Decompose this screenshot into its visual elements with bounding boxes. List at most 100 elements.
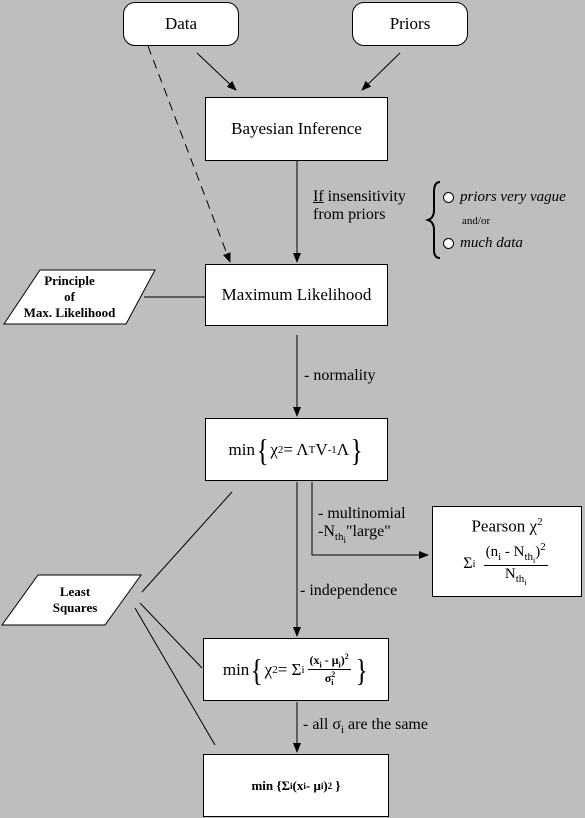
bayesian-inference-box: Bayesian Inference xyxy=(205,97,388,161)
lambda-symbol-2: Λ xyxy=(336,439,350,459)
x-sub-3: i xyxy=(303,780,306,791)
pearson-title-exp: 2 xyxy=(537,515,543,528)
sum-sub-3: i xyxy=(289,780,293,791)
all-sigma-sub: i xyxy=(340,724,345,737)
pearson-denominator: Nthi xyxy=(505,566,527,587)
all-sigma-prefix: - all σ xyxy=(303,716,341,733)
independence-text: - independence xyxy=(300,582,398,599)
line-ls-to-min1 xyxy=(141,491,233,593)
data-label: Data xyxy=(164,14,198,33)
all-sigma-label: - all σi are the same xyxy=(303,716,428,736)
left-brace-icon: { xyxy=(256,431,269,468)
nth-subsub: i xyxy=(343,534,346,545)
nth-large-text: -Nthi"large" xyxy=(318,523,391,545)
nth-sub: th xyxy=(334,530,344,543)
chi-exponent: 2 xyxy=(277,443,284,456)
arrow-data-to-bayesian xyxy=(196,52,237,91)
conditions-brace xyxy=(424,181,441,259)
insensitivity-label: If insensitivity from priors xyxy=(313,188,406,223)
from-priors-word: from priors xyxy=(313,205,386,223)
right-brace-icon: } xyxy=(350,431,363,468)
min-word-2: min xyxy=(222,659,250,679)
mu-symbol-3: - μ xyxy=(305,777,321,793)
chi2-num-a: (x xyxy=(309,652,320,667)
pearson-num-sub: i xyxy=(498,550,502,563)
sum-symbol: = Σ xyxy=(277,659,302,679)
principle-shape xyxy=(3,269,156,325)
right-brace-icon: } xyxy=(355,651,368,688)
priors-node: Priors xyxy=(352,2,468,46)
chi2-fraction: (xi - μi)2 σ2i xyxy=(307,652,351,688)
multinomial-text: - multinomial xyxy=(318,505,406,522)
square-exp-3: 2 xyxy=(327,780,333,791)
sum-sub: i xyxy=(301,663,305,676)
sigma-sub: i xyxy=(472,557,476,570)
pearson-num-exp: 2 xyxy=(540,540,546,553)
condition-priors-vague: priors very vague xyxy=(443,189,566,206)
chi2-num-sub2: i xyxy=(338,660,341,669)
mu-sub-3: i xyxy=(320,780,324,791)
chi2-denominator: σ2i xyxy=(324,670,336,688)
lambda-symbol: = Λ xyxy=(283,439,309,459)
pearson-num-a: (n xyxy=(485,543,499,560)
paren-x: (x xyxy=(292,777,304,793)
least-line1: Least xyxy=(59,584,91,599)
least-line2: Squares xyxy=(52,600,98,615)
sigma-symbol: Σ xyxy=(463,554,473,572)
chi2-num-mid: - μ xyxy=(321,652,339,667)
pearson-den-subsub: i xyxy=(524,578,527,588)
maximum-likelihood-box: Maximum Likelihood xyxy=(205,264,388,326)
pearson-title: Pearson χ2 xyxy=(471,516,542,537)
chi2-den-sigma: σ xyxy=(324,671,332,685)
if-word: If xyxy=(313,188,324,205)
pearson-num-end: ) xyxy=(535,543,541,560)
and-or-label: and/or xyxy=(462,215,490,227)
line-ls-to-min3 xyxy=(134,607,216,746)
least-squares-shape xyxy=(1,574,142,626)
least-squares-label: Least Squares xyxy=(35,584,115,616)
inverse-sup: -1 xyxy=(327,443,337,456)
all-sigma-suffix: are the same xyxy=(344,716,428,733)
pearson-num-sub2: th xyxy=(524,550,534,563)
paren-close: ) xyxy=(323,777,328,793)
chi2-den-sub: i xyxy=(331,678,334,688)
chi-symbol: χ xyxy=(270,439,278,459)
principle-line3: Max. Likelihood xyxy=(23,305,116,320)
bayesian-label: Bayesian Inference xyxy=(231,119,362,138)
max-likelihood-label: Maximum Likelihood xyxy=(221,285,372,304)
pearson-numerator: (ni - Nthi)2 xyxy=(483,540,548,566)
bullet-circle-icon xyxy=(443,238,454,250)
arrow-min1-to-pearson xyxy=(311,482,429,559)
chi2-num-sub: i xyxy=(319,660,322,669)
bullet-circle-icon xyxy=(443,192,454,204)
arrow-priors-to-bayesian xyxy=(361,52,401,91)
chi-exponent-2: 2 xyxy=(272,663,278,676)
line-ls-to-min2 xyxy=(139,602,203,669)
chi2-den-exp: 2 xyxy=(331,670,336,679)
multinomial-label: - multinomial -Nthi"large" xyxy=(318,505,406,546)
min-word: min xyxy=(228,439,255,459)
normality-text: - normality xyxy=(304,367,376,384)
independence-label: - independence xyxy=(300,582,397,600)
dashed-arrow-data-to-ml xyxy=(147,45,231,263)
pearson-fraction: (ni - Nthi)2 Nthi xyxy=(483,540,548,587)
transpose-sup: T xyxy=(308,443,316,456)
normality-label: - normality xyxy=(304,367,376,385)
data-node: Data xyxy=(123,2,239,46)
priors-vague-text: priors very vague xyxy=(460,189,566,205)
chi2-numerator: (xi - μi)2 xyxy=(307,652,351,670)
principle-line2: of xyxy=(64,289,75,304)
insensitivity-word: insensitivity xyxy=(323,188,406,205)
pearson-num-subsub: i xyxy=(533,555,536,565)
pearson-title-text: Pearson χ xyxy=(471,516,538,536)
min-word-3: min xyxy=(251,777,274,793)
left-brace-icon: { xyxy=(250,651,264,688)
pearson-den-sub: th xyxy=(515,572,525,585)
much-data-text: much data xyxy=(460,235,523,251)
